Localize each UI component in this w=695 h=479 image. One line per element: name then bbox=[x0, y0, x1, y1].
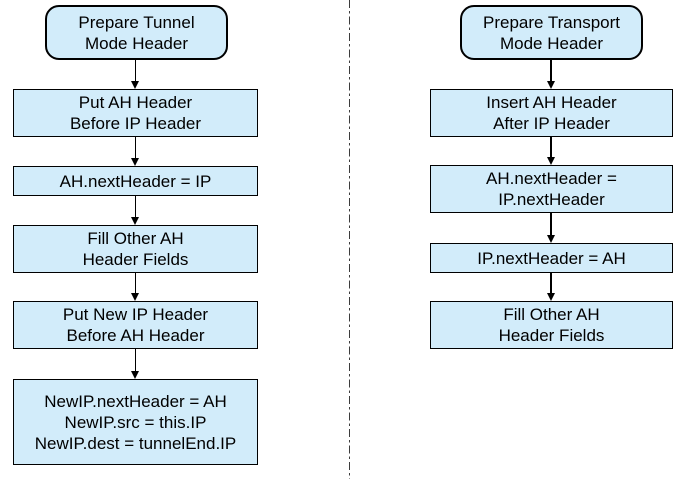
arrow-shaft bbox=[550, 213, 552, 237]
arrow-shaft bbox=[550, 60, 552, 83]
step-ah-nextheader-ip: AH.nextHeader = IP bbox=[13, 166, 258, 196]
step-label-line: NewIP.nextHeader = AH bbox=[44, 391, 227, 411]
step-ah-nextheader-ip-nextheader: AH.nextHeader = IP.nextHeader bbox=[430, 165, 673, 213]
step-label-line: AH.nextHeader = bbox=[486, 169, 617, 188]
arrow-shaft bbox=[134, 273, 137, 295]
dashed-divider-line bbox=[349, 0, 351, 479]
arrow-head-icon bbox=[131, 158, 139, 166]
step-ip-nextheader-ah: IP.nextHeader = AH bbox=[430, 243, 673, 273]
flow-arrow-down bbox=[546, 60, 556, 89]
flow-arrow-down bbox=[131, 273, 140, 301]
step-label-line: NewIP.src = this.IP bbox=[64, 412, 207, 432]
arrow-head-icon bbox=[546, 235, 555, 243]
arrow-shaft bbox=[134, 196, 137, 219]
arrow-head-icon bbox=[131, 293, 139, 301]
terminator-label-line: Prepare Tunnel bbox=[78, 12, 195, 32]
step-put-new-ip-before-ah: Put New IP Header Before AH Header bbox=[13, 301, 258, 349]
terminator-label-line: Mode Header bbox=[499, 33, 603, 53]
arrow-shaft bbox=[134, 349, 137, 373]
step-label-line: IP.nextHeader bbox=[498, 190, 605, 209]
step-label-line: After IP Header bbox=[493, 114, 610, 133]
terminator-label-line: Prepare Transport bbox=[482, 12, 620, 32]
transport-start-terminator: Prepare Transport Mode Header bbox=[460, 5, 643, 60]
terminator-label-line: Mode Header bbox=[84, 33, 188, 53]
flow-arrow-down bbox=[131, 137, 140, 166]
step-label-line: Header Fields bbox=[498, 326, 605, 345]
step-label-line: Before AH Header bbox=[66, 326, 205, 345]
flow-arrow-down bbox=[131, 349, 140, 379]
step-label-line: Fill Other AH bbox=[87, 229, 184, 248]
arrow-shaft bbox=[134, 137, 137, 160]
arrow-head-icon bbox=[131, 371, 139, 379]
step-label-line: NewIP.dest = tunnelEnd.IP bbox=[34, 433, 237, 453]
arrow-shaft bbox=[550, 273, 552, 295]
step-put-ah-before-ip: Put AH Header Before IP Header bbox=[13, 89, 258, 137]
flow-arrow-down bbox=[131, 60, 140, 89]
step-label-line: Put AH Header bbox=[78, 93, 193, 112]
arrow-head-icon bbox=[546, 293, 555, 301]
step-label-line: Header Fields bbox=[82, 250, 189, 269]
step-label-line: Insert AH Header bbox=[486, 93, 617, 112]
arrow-shaft bbox=[134, 60, 137, 83]
step-fill-other-ah-fields-tunnel: Fill Other AH Header Fields bbox=[13, 225, 258, 273]
arrow-head-icon bbox=[546, 81, 555, 89]
tunnel-start-terminator: Prepare Tunnel Mode Header bbox=[45, 5, 228, 60]
step-label-line: Fill Other AH bbox=[503, 305, 600, 324]
step-insert-ah-after-ip: Insert AH Header After IP Header bbox=[430, 89, 673, 137]
flow-arrow-down bbox=[546, 137, 556, 165]
flow-arrow-down bbox=[546, 213, 556, 243]
step-label-line: AH.nextHeader = IP bbox=[59, 171, 212, 191]
arrow-head-icon bbox=[131, 81, 139, 89]
step-label-line: Put New IP Header bbox=[62, 305, 209, 324]
step-newip-assignments: NewIP.nextHeader = AH NewIP.src = this.I… bbox=[13, 379, 258, 465]
step-label-line: Before IP Header bbox=[69, 114, 202, 133]
arrow-shaft bbox=[550, 137, 552, 159]
step-fill-other-ah-fields-transport: Fill Other AH Header Fields bbox=[430, 301, 673, 349]
step-label-line: IP.nextHeader = AH bbox=[477, 248, 626, 268]
arrow-head-icon bbox=[546, 157, 555, 165]
arrow-head-icon bbox=[131, 217, 139, 225]
flow-arrow-down bbox=[131, 196, 140, 225]
flow-arrow-down bbox=[546, 273, 556, 301]
